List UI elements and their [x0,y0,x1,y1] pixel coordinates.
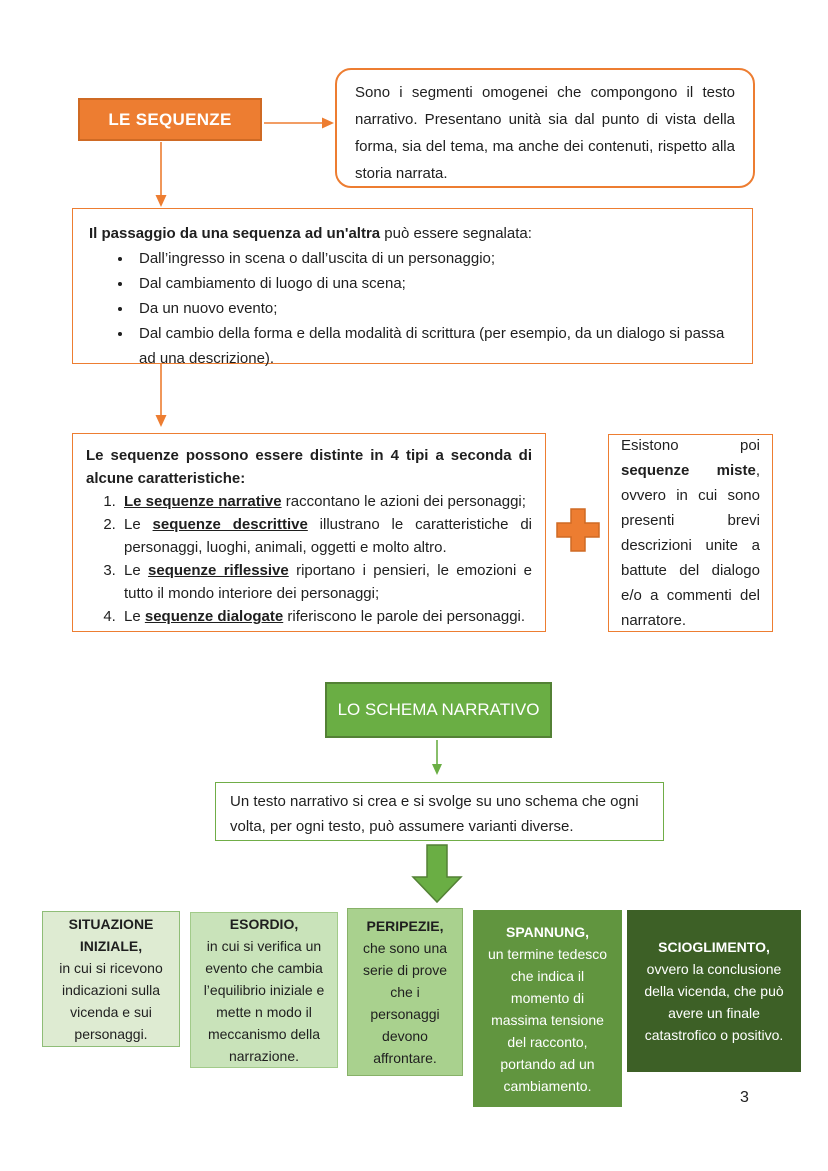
page-number: 3 [740,1089,749,1106]
arrow-down-icon [155,364,167,427]
tipo-item: Le sequenze riflessive riportano i pensi… [120,559,532,605]
sequenze-miste-box: Esistono poi sequenze miste, ovvero in c… [608,434,773,632]
miste-pre: Esistono poi [621,437,760,454]
bullet-item: Dall’ingresso in scena o dall’uscita di … [133,246,736,271]
tipo-pre: Le [124,562,149,579]
sequenze-definition-text: Sono i segmenti omogenei che compongono … [355,84,735,182]
arrow-right-icon [264,117,334,129]
phase-box-scioglimento: SCIOGLIMENTO, ovvero la conclusione dell… [627,910,801,1072]
tipo-rest: illustrano le caratteristiche di persona… [124,516,533,556]
schema-description-box: Un testo narrativo si crea e si svolge s… [215,782,664,841]
miste-rest: , ovvero in cui sono presenti brevi desc… [621,462,760,629]
tipo-term: sequenze dialogate [144,608,284,625]
phase-title: ESORDIO, [229,916,299,932]
phase-body: ovvero la conclusione della vicenda, che… [644,961,784,1043]
tipi-lead-bold: Le sequenze possono essere distinte in 4… [86,447,532,487]
tipo-term: sequenze riflessive [148,562,289,579]
phase-title: PERIPEZIE, [366,918,444,934]
passaggio-box: Il passaggio da una sequenza ad un'altra… [72,208,753,367]
tipo-item: Le sequenze descrittive illustrano le ca… [120,513,532,559]
tipo-rest: riferiscono le parole dei personaggi. [283,608,526,625]
passaggio-bullet-list: Dall’ingresso in scena o dall’uscita di … [115,246,736,371]
passaggio-lead: Il passaggio da una sequenza ad un'altra… [89,221,736,246]
phase-box-situazione-iniziale: SITUAZIONE INIZIALE, in cui si ricevono … [42,911,180,1047]
tipi-lead: Le sequenze possono essere distinte in 4… [86,444,532,490]
phase-box-peripezie: PERIPEZIE, che sono una serie di prove c… [347,908,463,1076]
tipo-pre: Le [124,608,145,625]
passaggio-lead-rest: può essere segnalata: [380,225,532,242]
phase-body: un termine tedesco che indica il momento… [487,945,608,1094]
bullet-item: Dal cambio della forma e della modalità … [133,321,736,371]
plus-icon [556,508,600,552]
le-sequenze-title-box: LE SEQUENZE [78,98,262,141]
miste-bold: sequenze miste [621,462,756,479]
sequenze-miste-text: Esistono poi sequenze miste, ovvero in c… [621,433,760,633]
schema-narrativo-title-box: LO SCHEMA NARRATIVO [325,682,552,738]
phase-title: SCIOGLIMENTO, [658,939,770,955]
bullet-item: Da un nuovo evento; [133,296,736,321]
tipo-term: sequenze descrittive [152,516,308,533]
tipo-item: Le sequenze dialogate riferiscono le par… [120,605,532,628]
sequenze-definition-box: Sono i segmenti omogenei che compongono … [335,68,755,188]
arrow-down-icon [432,740,442,775]
phase-box-spannung: SPANNUNG, un termine tedesco che indica … [473,910,622,1107]
tipo-term: Le sequenze narrative [124,493,282,510]
schema-description-text: Un testo narrativo si crea e si svolge s… [230,793,639,835]
tipo-pre: Le [124,516,153,533]
phase-box-esordio: ESORDIO, in cui si verifica un evento ch… [190,912,338,1068]
phase-title: SITUAZIONE INIZIALE, [68,916,154,954]
phase-body: in cui si ricevono indicazioni sulla vic… [59,960,163,1042]
phase-body: che sono una serie di prove che i person… [362,940,448,1066]
phase-body: in cui si verifica un evento che cambia … [203,938,325,1064]
arrow-down-icon [155,142,167,207]
passaggio-lead-bold: Il passaggio da una sequenza ad un'altra [89,225,381,242]
tipi-numbered-list: Le sequenze narrative raccontano le azio… [98,490,532,628]
big-arrow-down-icon [411,844,463,904]
schema-narrativo-title: LO SCHEMA NARRATIVO [337,700,540,719]
tipo-rest: raccontano le azioni dei personaggi; [281,493,526,510]
tipo-rest: riportano i pensieri, le emozioni e tutt… [124,562,532,602]
tipo-item: Le sequenze narrative raccontano le azio… [120,490,532,513]
bullet-item: Dal cambiamento di luogo di una scena; [133,271,736,296]
tipi-box: Le sequenze possono essere distinte in 4… [72,433,546,632]
le-sequenze-title: LE SEQUENZE [108,109,232,129]
phase-title: SPANNUNG, [506,923,589,940]
